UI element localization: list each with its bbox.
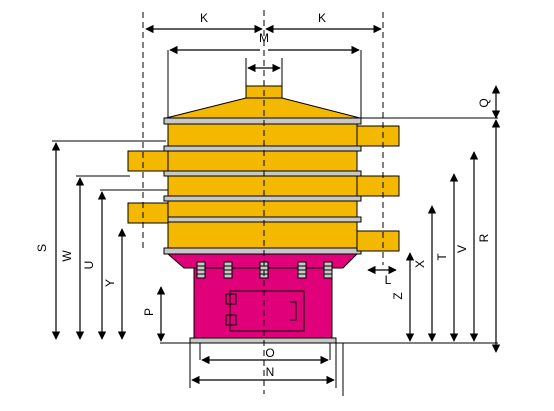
label-r: R — [477, 233, 491, 242]
dimension-labels: K K M Q S W U Y P L Z X T V R O N — [35, 11, 491, 379]
label-v: V — [455, 245, 469, 253]
label-q: Q — [477, 98, 491, 107]
label-k-right: K — [318, 11, 326, 25]
label-x: X — [413, 260, 427, 268]
outlet-right-1 — [356, 125, 400, 147]
label-k-left: K — [200, 11, 208, 25]
dimension-arrows — [51, 24, 501, 385]
sieve-frame-5 — [167, 221, 358, 249]
label-o: O — [265, 346, 274, 360]
label-t: T — [435, 253, 449, 261]
label-u: U — [82, 261, 96, 270]
label-z: Z — [391, 292, 405, 299]
clamp-ring — [163, 117, 362, 125]
label-m: M — [259, 31, 269, 45]
clamp-ring — [163, 170, 362, 177]
clamp-ring — [163, 216, 362, 223]
spring — [297, 261, 307, 279]
outlet-left-2 — [127, 202, 169, 224]
label-y: Y — [103, 279, 117, 287]
label-n: N — [266, 365, 275, 379]
guide-lines — [52, 10, 498, 396]
label-l: L — [385, 273, 392, 287]
sieve-frame-1 — [167, 123, 358, 147]
motor — [225, 290, 305, 332]
label-s: S — [35, 244, 49, 252]
label-w: W — [60, 250, 74, 262]
base-foot — [189, 337, 337, 344]
sieve-frame-4 — [167, 200, 358, 218]
spring — [223, 261, 233, 279]
base-body — [193, 267, 333, 339]
clamp-ring — [163, 145, 362, 152]
clamp-ring — [163, 247, 362, 255]
sieve-frame-3 — [167, 175, 358, 197]
clamp-ring — [163, 195, 362, 202]
top-cover — [165, 97, 361, 119]
sieve-frame-2 — [167, 150, 358, 172]
base-top-plate — [166, 253, 359, 269]
outlet-right-2 — [356, 175, 400, 197]
spring — [196, 261, 206, 279]
sieve-machine — [127, 85, 400, 344]
label-p: P — [142, 308, 156, 316]
outlet-left-1 — [127, 150, 169, 172]
spring — [323, 261, 333, 279]
outlet-right-3 — [356, 230, 400, 252]
